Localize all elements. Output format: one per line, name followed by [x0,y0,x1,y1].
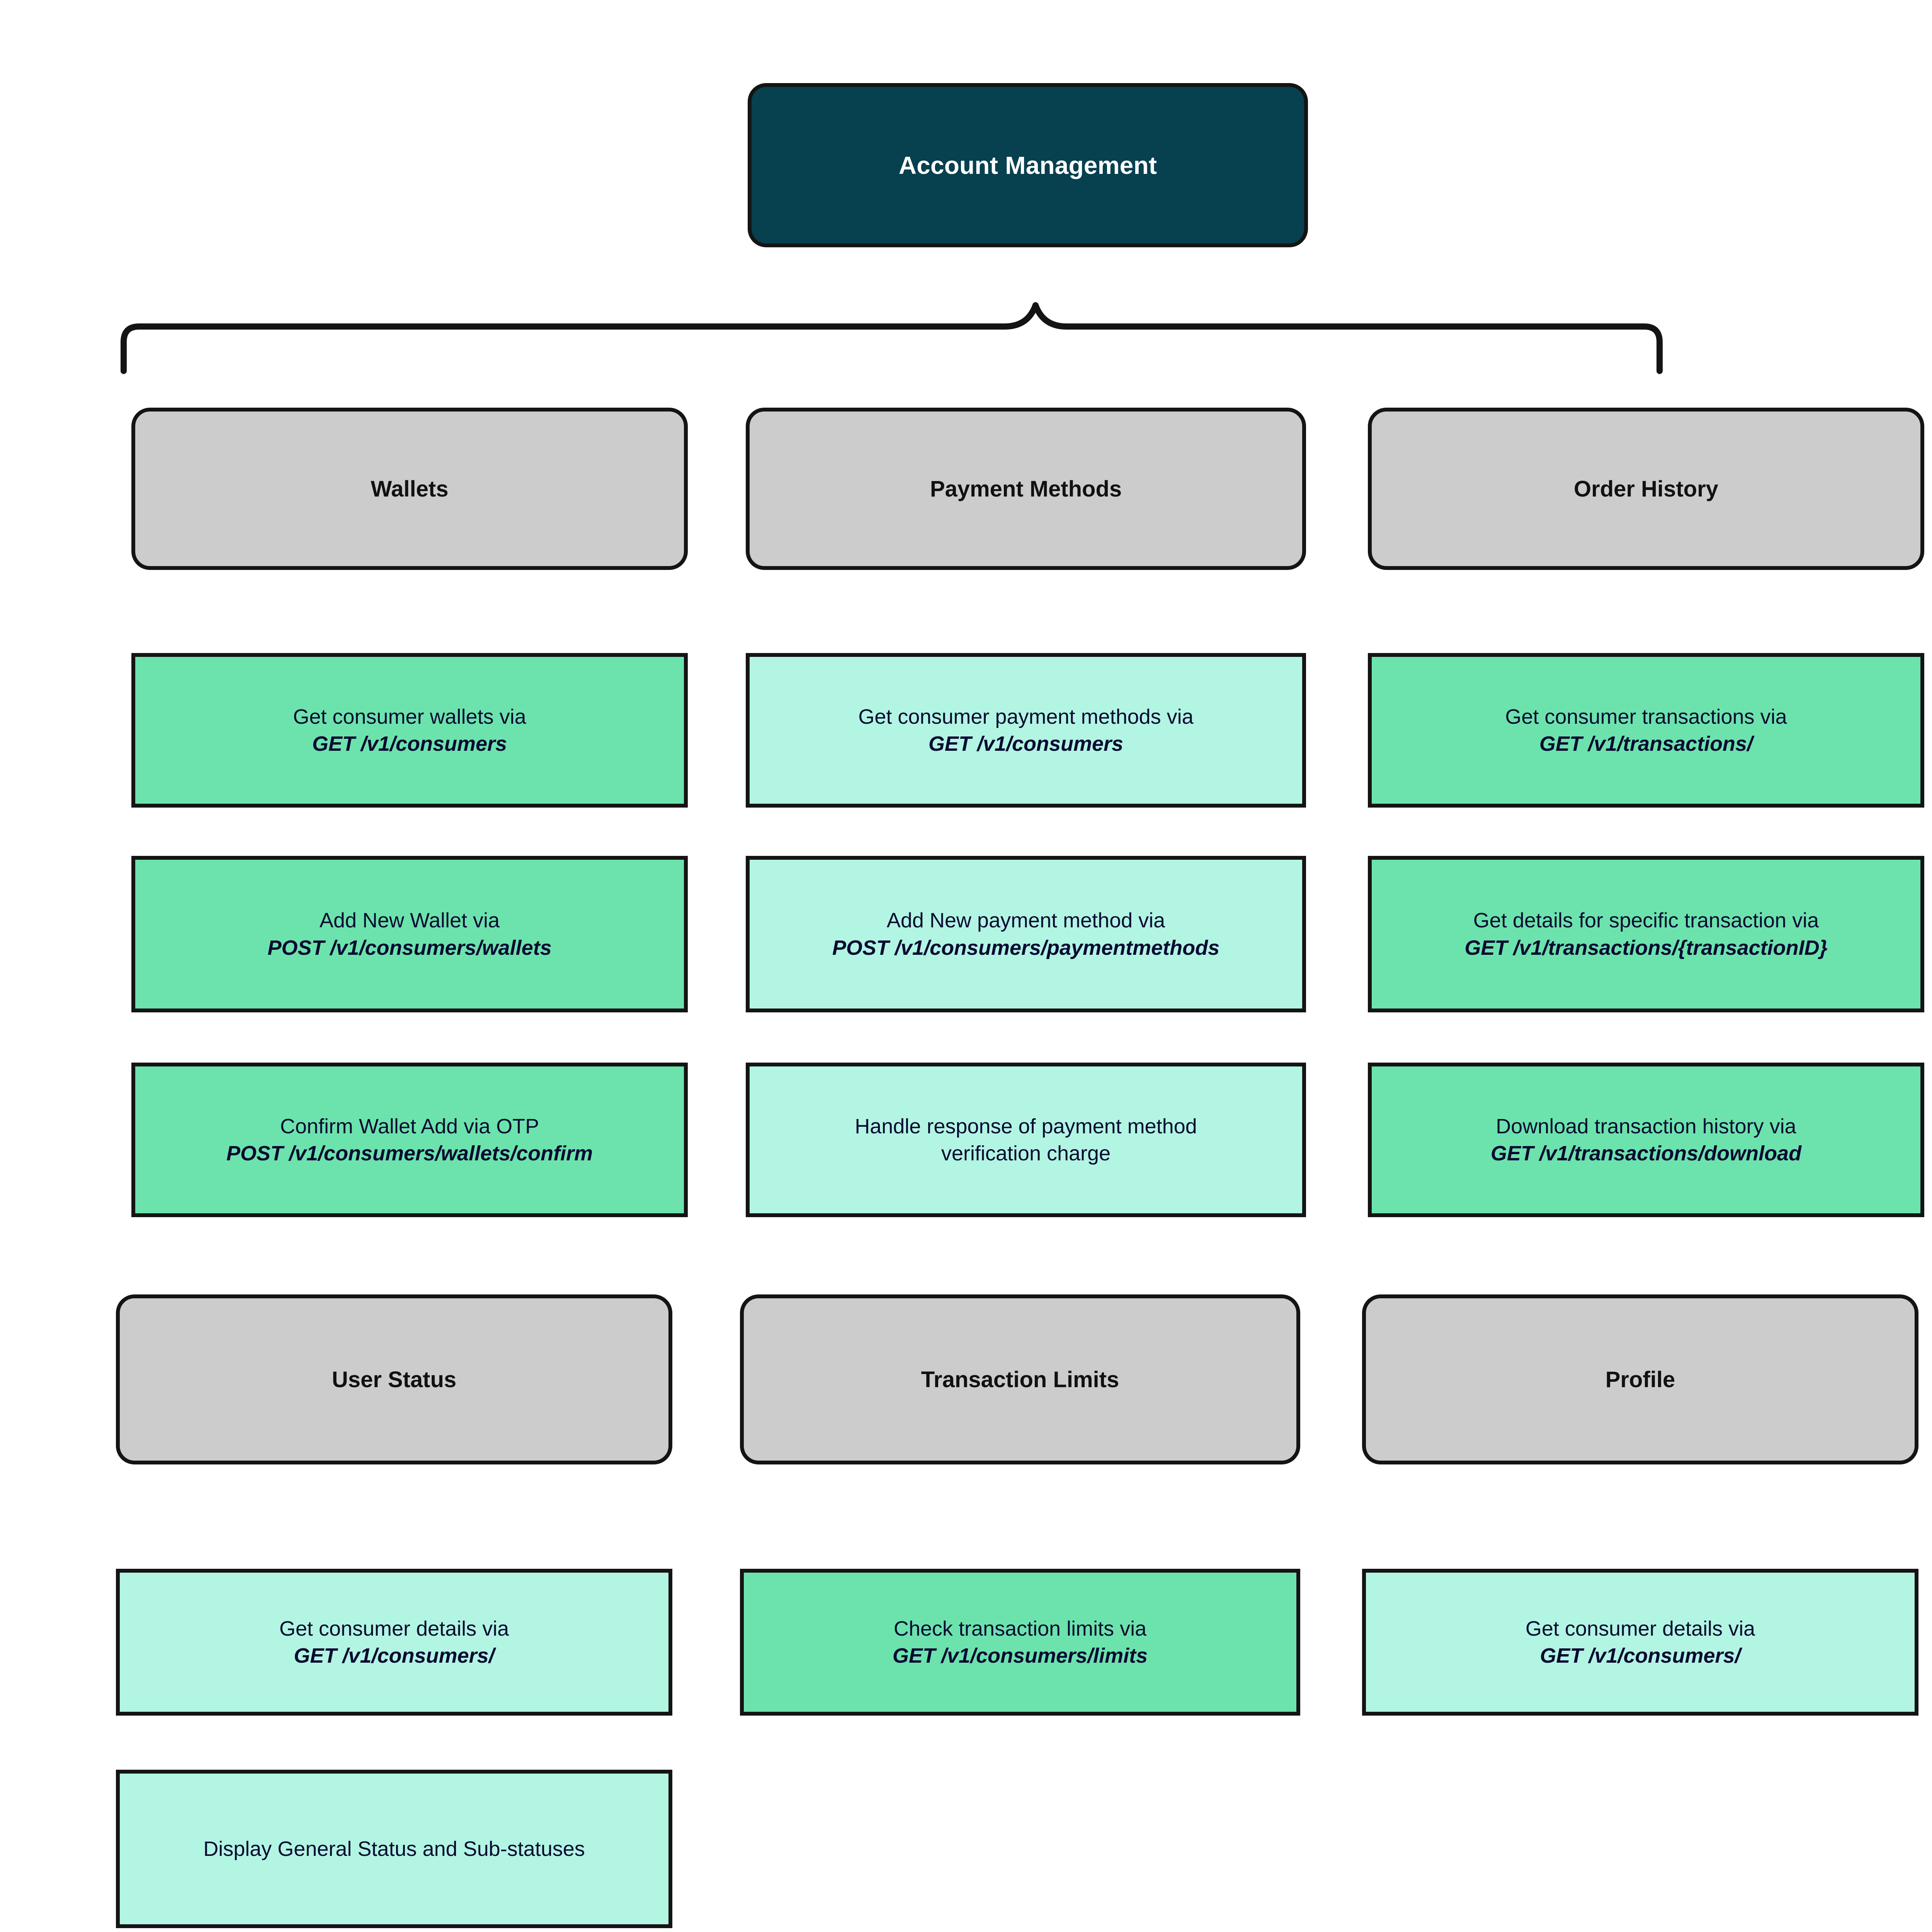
leaf-line-1: Get consumer details via [1525,1617,1755,1640]
leaf-line-1: Get consumer payment methods via [858,705,1194,728]
leaf-line-1: Get consumer wallets via [293,705,526,728]
leaf-line-2: verification charge [941,1142,1111,1165]
category-header-profile[interactable]: Profile [1362,1294,1918,1464]
category-header-order-history[interactable]: Order History [1368,408,1924,570]
leaf-node-transaction-limits-check[interactable]: Check transaction limits via GET /v1/con… [740,1569,1300,1716]
leaf-line-1: Get consumer details via [279,1617,509,1640]
category-header-user-status[interactable]: User Status [116,1294,672,1464]
root-node-label: Account Management [898,151,1157,179]
leaf-node-user-status-display-statuses[interactable]: Display General Status and Sub-statuses [116,1770,672,1928]
leaf-line-1: Add New Wallet via [319,909,500,932]
leaf-line-1: Handle response of payment method [855,1114,1197,1138]
leaf-line-2-endpoint: POST /v1/consumers/wallets [267,936,552,959]
leaf-node-order-download-history[interactable]: Download transaction history via GET /v1… [1368,1063,1924,1217]
leaf-node-payment-get-methods[interactable]: Get consumer payment methods via GET /v1… [746,653,1306,808]
category-header-transaction-limits[interactable]: Transaction Limits [740,1294,1300,1464]
leaf-node-user-status-get-details[interactable]: Get consumer details via GET /v1/consume… [116,1569,672,1716]
leaf-node-payment-verification-charge[interactable]: Handle response of payment method verifi… [746,1063,1306,1217]
category-header-label: Payment Methods [930,476,1122,502]
leaf-line-1: Check transaction limits via [893,1617,1147,1640]
leaf-line-2-endpoint: GET /v1/transactions/{transactionID} [1464,936,1828,959]
leaf-node-payment-add-method[interactable]: Add New payment method via POST /v1/cons… [746,856,1306,1012]
leaf-line-2-endpoint: GET /v1/consumers/ [1540,1644,1741,1667]
leaf-line-1: Download transaction history via [1496,1114,1796,1138]
leaf-line-1: Get details for specific transaction via [1473,909,1819,932]
leaf-line-1: Confirm Wallet Add via OTP [280,1114,539,1138]
leaf-line-2-endpoint: GET /v1/transactions/ [1539,732,1753,755]
leaf-node-order-transaction-details[interactable]: Get details for specific transaction via… [1368,856,1924,1012]
root-node-account-management[interactable]: Account Management [748,83,1308,247]
leaf-line-1: Get consumer transactions via [1505,705,1787,728]
leaf-line-1: Display General Status and Sub-statuses [203,1837,585,1861]
category-header-label: User Status [332,1367,457,1392]
leaf-line-2-endpoint: GET /v1/consumers/ [294,1644,495,1667]
category-header-label: Profile [1605,1367,1675,1392]
category-header-label: Wallets [371,476,449,502]
leaf-line-2-endpoint: POST /v1/consumers/wallets/confirm [226,1142,593,1165]
category-header-wallets[interactable]: Wallets [131,408,688,570]
category-header-label: Order History [1574,476,1718,502]
leaf-line-1: Add New payment method via [886,909,1165,932]
leaf-line-2-endpoint: GET /v1/consumers [312,732,507,755]
leaf-node-order-get-transactions[interactable]: Get consumer transactions via GET /v1/tr… [1368,653,1924,808]
leaf-node-wallets-get-wallets[interactable]: Get consumer wallets via GET /v1/consume… [131,653,688,808]
leaf-line-2-endpoint: POST /v1/consumers/paymentmethods [832,936,1220,959]
leaf-node-wallets-add-wallet[interactable]: Add New Wallet via POST /v1/consumers/wa… [131,856,688,1012]
leaf-node-wallets-confirm-otp[interactable]: Confirm Wallet Add via OTP POST /v1/cons… [131,1063,688,1217]
leaf-line-2-endpoint: GET /v1/consumers [928,732,1124,755]
category-header-label: Transaction Limits [921,1367,1119,1392]
leaf-node-profile-get-details[interactable]: Get consumer details via GET /v1/consume… [1362,1569,1918,1716]
leaf-line-2-endpoint: GET /v1/transactions/download [1490,1142,1802,1165]
leaf-line-2-endpoint: GET /v1/consumers/limits [892,1644,1148,1667]
category-header-payment-methods[interactable]: Payment Methods [746,408,1306,570]
